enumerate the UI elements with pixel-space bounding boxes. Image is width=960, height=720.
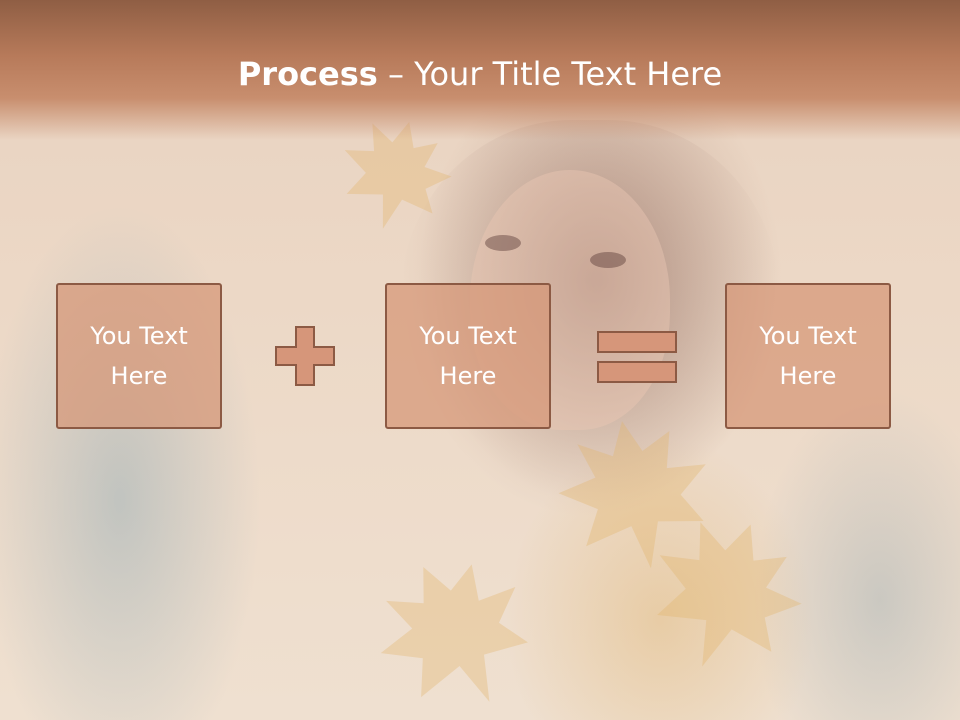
title-bold-text: Process	[237, 55, 378, 93]
equals-icon	[597, 331, 677, 383]
title-rest-text: – Your Title Text Here	[377, 55, 723, 93]
photo-leaf	[355, 535, 554, 720]
process-result-box[interactable]: You Text Here	[725, 283, 891, 429]
plus-icon	[275, 326, 335, 386]
photo-leaf	[629, 499, 821, 691]
slide-title[interactable]: Process – Your Title Text Here	[0, 52, 960, 96]
process-step-1-text: You Text Here	[90, 322, 188, 390]
process-step-1-box[interactable]: You Text Here	[56, 283, 222, 429]
process-result-text: You Text Here	[759, 322, 857, 390]
photo-eye-left	[485, 235, 521, 251]
process-step-2-text: You Text Here	[419, 322, 517, 390]
title-banner	[0, 0, 960, 140]
photo-eye-right	[590, 252, 626, 268]
process-step-2-box[interactable]: You Text Here	[385, 283, 551, 429]
